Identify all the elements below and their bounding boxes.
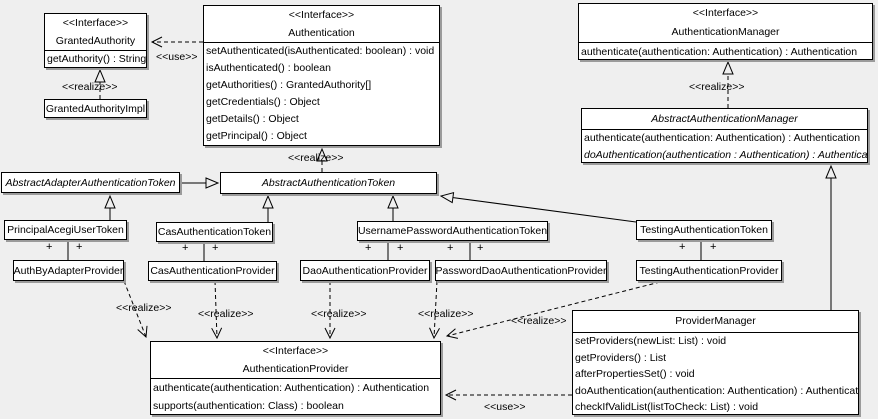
class-name: CasAuthenticationToken xyxy=(157,226,272,238)
class-stereotype: <<Interface>> xyxy=(288,9,355,21)
edge-label-realize: <<realize>> xyxy=(116,302,172,314)
class-granted-authority[interactable]: <<Interface>> GrantedAuthority getAuthor… xyxy=(44,13,147,68)
class-name: CasAuthenticationProvider xyxy=(150,265,275,277)
multiplicity-plus: + xyxy=(46,241,53,253)
class-method: setProviders(newList: List) : void xyxy=(575,335,727,347)
class-authentication-provider[interactable]: <<Interface>> AuthenticationProvider aut… xyxy=(150,341,441,415)
class-method: doAuthentication(authentication : Authen… xyxy=(584,149,867,161)
class-name: AuthenticationProvider xyxy=(242,363,349,375)
class-name: AbstractAuthenticationToken xyxy=(261,177,396,189)
class-name: PrincipalAcegiUserToken xyxy=(7,224,124,236)
multiplicity-plus: + xyxy=(76,241,83,253)
multiplicity-plus: + xyxy=(447,242,454,254)
class-method: authenticate(authentication: Authenticat… xyxy=(584,132,861,144)
class-principal-acegi-user-token[interactable]: PrincipalAcegiUserToken xyxy=(4,220,127,240)
multiplicity-plus: + xyxy=(212,242,219,254)
class-dao-authentication-provider[interactable]: DaoAuthenticationProvider xyxy=(300,260,430,281)
multiplicity-plus: + xyxy=(397,242,404,254)
class-auth-by-adapter-provider[interactable]: AuthByAdapterProvider xyxy=(13,260,124,281)
class-stereotype: <<Interface>> xyxy=(62,17,129,29)
class-testing-authentication-provider[interactable]: TestingAuthenticationProvider xyxy=(636,260,782,281)
edge-label-realize: <<realize>> xyxy=(288,152,344,164)
class-username-password-authentication-token[interactable]: UsernamePasswordAuthenticationToken xyxy=(357,221,548,241)
multiplicity-plus: + xyxy=(477,242,484,254)
class-name: ProviderManager xyxy=(675,315,756,327)
class-stereotype: <<Interface>> xyxy=(262,345,329,357)
class-name: TestingAuthenticationToken xyxy=(640,224,768,236)
multiplicity-plus: + xyxy=(365,242,372,254)
multiplicity-plus: + xyxy=(710,241,717,253)
class-cas-authentication-token[interactable]: CasAuthenticationToken xyxy=(156,222,273,242)
class-name: GrantedAuthorityImpl xyxy=(45,102,146,115)
class-name: DaoAuthenticationProvider xyxy=(302,264,428,277)
class-password-dao-authentication-provider[interactable]: PasswordDaoAuthenticationProvider xyxy=(435,260,607,281)
class-testing-authentication-token[interactable]: TestingAuthenticationToken xyxy=(636,220,772,240)
class-abstract-authentication-token[interactable]: AbstractAuthenticationToken xyxy=(220,172,437,194)
edge-label-realize: <<realize>> xyxy=(311,308,367,320)
class-name: GrantedAuthority xyxy=(55,35,136,47)
edge-label-realize: <<realize>> xyxy=(511,315,567,327)
class-method: authenticate(authentication: Authenticat… xyxy=(581,46,858,58)
class-method: authenticate(authentication: Authenticat… xyxy=(153,382,430,394)
class-method: doAuthentication(authentication: Authent… xyxy=(575,384,858,397)
multiplicity-plus: + xyxy=(679,241,686,253)
class-method: getProviders() : List xyxy=(575,351,667,364)
class-name: AuthenticationManager xyxy=(671,26,780,38)
multiplicity-plus: + xyxy=(182,242,189,254)
class-method: checkIfValidList(listToCheck: List) : vo… xyxy=(575,401,759,413)
class-cas-authentication-provider[interactable]: CasAuthenticationProvider xyxy=(148,261,277,281)
class-method: getCredentials() : Object xyxy=(206,96,320,108)
class-name: PasswordDaoAuthenticationProvider xyxy=(436,264,606,277)
class-name: AuthByAdapterProvider xyxy=(14,264,123,277)
edge-label-use: <<use>> xyxy=(156,51,198,63)
class-method: setAuthenticated(isAuthenticated: boolea… xyxy=(206,45,435,57)
class-name: Authentication xyxy=(288,27,355,39)
class-stereotype: <<Interface>> xyxy=(692,7,759,19)
generalization-testingauthenticationtoken xyxy=(439,191,637,223)
class-authentication[interactable]: <<Interface>> Authentication setAuthenti… xyxy=(203,5,440,146)
edge-label-realize: <<realize>> xyxy=(418,308,474,320)
class-provider-manager[interactable]: ProviderManager setProviders(newList: Li… xyxy=(572,310,859,415)
class-authentication-manager[interactable]: <<Interface>> AuthenticationManager auth… xyxy=(578,3,873,60)
class-method: getPrincipal() : Object xyxy=(206,130,307,142)
class-name: AbstractAuthenticationManager xyxy=(651,113,798,125)
class-method: afterPropertiesSet() : void xyxy=(575,368,695,380)
class-name: UsernamePasswordAuthenticationToken xyxy=(358,225,547,237)
class-granted-authority-impl[interactable]: GrantedAuthorityImpl xyxy=(44,99,147,118)
class-method: getAuthorities() : GrantedAuthority[] xyxy=(206,79,372,91)
class-method: supports(authentication: Class) : boolea… xyxy=(153,400,344,412)
edge-label-realize: <<realize>> xyxy=(198,308,254,320)
edge-label-realize: <<realize>> xyxy=(62,81,118,93)
class-abstract-authentication-manager[interactable]: AbstractAuthenticationManager authentica… xyxy=(581,108,868,163)
class-method: getAuthority() : String xyxy=(47,53,146,65)
class-method: isAuthenticated() : boolean xyxy=(206,62,331,74)
edge-label-use: <<use>> xyxy=(484,401,526,413)
edge-label-realize: <<realize>> xyxy=(689,81,745,93)
class-name: TestingAuthenticationProvider xyxy=(639,264,779,277)
class-abstract-adapter-authentication-token[interactable]: AbstractAdapterAuthenticationToken xyxy=(1,172,180,193)
class-name: AbstractAdapterAuthenticationToken xyxy=(5,176,176,189)
class-method: getDetails() : Object xyxy=(206,113,299,125)
